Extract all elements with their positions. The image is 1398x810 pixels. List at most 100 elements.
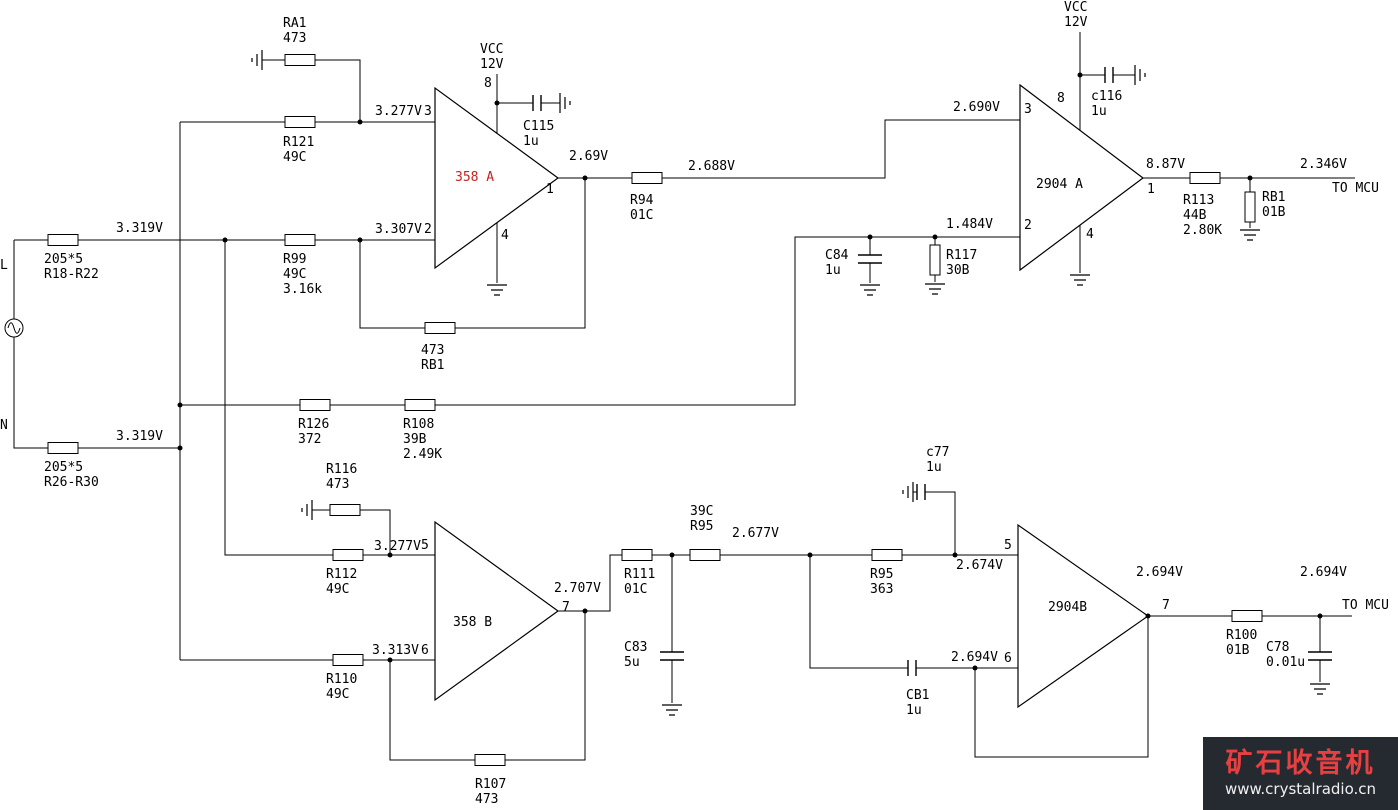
pin-label-358a-3: 3 [424,104,432,119]
voltage-2677: 2.677V [732,526,779,541]
label-r113: R113 44B 2.80K [1183,193,1223,238]
resistor-r26-r30 [47,442,79,454]
resistor-r110 [332,654,364,666]
grounds [251,50,1330,716]
label-r117: R117 30B [946,248,978,278]
opamp-2904b-triangle [1017,523,1150,709]
capacitor-c84 [858,254,882,264]
watermark-url: www.crystalradio.cn [1224,780,1377,798]
voltage-2346: 2.346V [1300,157,1347,172]
ground-c78 [1310,683,1330,695]
resistor-r113 [1189,172,1221,184]
label-r126: R126 372 [298,417,330,447]
resistor-r94 [631,172,663,184]
voltage-3307: 3.307V [375,222,422,237]
label-c115: C115 1u [523,119,555,149]
label-r26-r30: 205*5 R26-R30 [44,460,99,490]
ground-r116 [301,500,313,520]
label-cb1: CB1 1u [906,688,930,718]
opamp-358b-triangle [434,520,560,702]
capacitor-cb1 [907,660,917,676]
opamp-2904a-triangle [1019,83,1144,272]
terminal-l: L [0,258,8,273]
ground-ra1 [251,50,263,70]
voltage-2674: 2.674V [956,558,1003,573]
wire-net [13,32,1355,761]
pin-label-2904a-8: 8 [1057,91,1065,106]
resistor-r108 [404,399,436,411]
label-r95-363: R95 363 [870,567,894,597]
label-r18-r22: 205*5 R18-R22 [44,252,99,282]
ground-c84 [860,284,880,296]
capacitor-c115 [532,95,542,111]
ground-c83 [662,704,682,716]
voltage-3319-l: 3.319V [116,221,163,236]
voltage-887: 8.87V [1146,157,1186,172]
resistor-r95-39c [689,549,721,561]
label-c77: c77 1u [926,445,950,475]
opamp-label-2904b: 2904B [1048,600,1088,615]
ground-c115 [559,93,571,113]
pin-label-2904a-3: 3 [1024,102,1032,117]
capacitor-c78 [1308,651,1332,661]
label-rb1-01b: RB1 01B [1262,190,1286,220]
pin-label-358a-4: 4 [501,228,509,243]
pin-label-358b-5: 5 [421,538,429,553]
resistor-r112 [332,549,364,561]
ground-2904a-pin4 [1070,274,1090,286]
label-r94: R94 01C [630,193,654,223]
label-r99: R99 49C 3.16k [283,252,323,297]
ground-c116 [1134,65,1146,85]
terminal-n: N [0,418,8,433]
ground-rb1-01b [1240,229,1260,241]
label-r112: R112 49C [326,567,358,597]
voltage-2690: 2.690V [953,100,1000,115]
pin-label-2904b-5: 5 [1004,538,1012,553]
capacitors [532,67,1332,676]
label-r116: R116 473 [326,462,358,492]
ac-source-sine [7,322,21,334]
pin-label-358a-1: 1 [546,182,554,197]
resistors [47,54,1263,766]
capacitor-c116 [1104,67,1114,83]
label-c116: c116 1u [1091,89,1123,119]
voltage-2694-end: 2.694V [1300,565,1347,580]
ac-source [4,318,24,338]
label-to-mcu-a: TO MCU [1332,181,1379,196]
label-r95-39c: 39C R95 [690,504,714,534]
opamp-label-358a: 358 A [455,170,495,185]
pin-label-358a-2: 2 [424,222,432,237]
voltage-3313: 3.313V [372,643,419,658]
pin-label-358a-8: 8 [484,76,492,91]
resistor-r121 [284,116,316,128]
label-vcc-2904a: VCC 12V [1064,0,1088,30]
watermark: 矿石收音机 www.crystalradio.cn [1203,737,1398,810]
label-r100: R100 01B [1226,628,1258,658]
opamp-label-2904a: 2904 A [1036,177,1083,192]
capacitor-c77 [916,484,926,500]
watermark-title: 矿石收音机 [1225,748,1376,779]
voltage-1484: 1.484V [946,217,993,232]
resistor-ra1 [284,54,316,66]
ground-c77 [902,482,914,502]
pin-label-2904b-7: 7 [1162,598,1170,613]
voltage-2707: 2.707V [554,581,601,596]
voltage-2688: 2.688V [688,159,735,174]
label-r107: R107 473 [475,777,507,807]
label-rb1-473: 473 RB1 [421,343,445,373]
voltage-3277-b: 3.277V [374,539,421,554]
junction-dots [177,72,1323,671]
label-r108: R108 39B 2.49K [403,417,443,462]
ground-358a-pin4 [487,284,507,296]
label-vcc-358a: VCC 12V [480,42,504,72]
resistor-rb1-473 [424,322,456,334]
label-c78: C78 0.01u [1266,640,1306,670]
pin-label-358b-6: 6 [421,643,429,658]
voltage-2694-in: 2.694V [951,650,998,665]
resistor-r107 [474,754,506,766]
voltage-3277-a: 3.277V [375,104,422,119]
resistor-r126 [299,399,331,411]
label-c83: C83 5u [624,640,648,670]
